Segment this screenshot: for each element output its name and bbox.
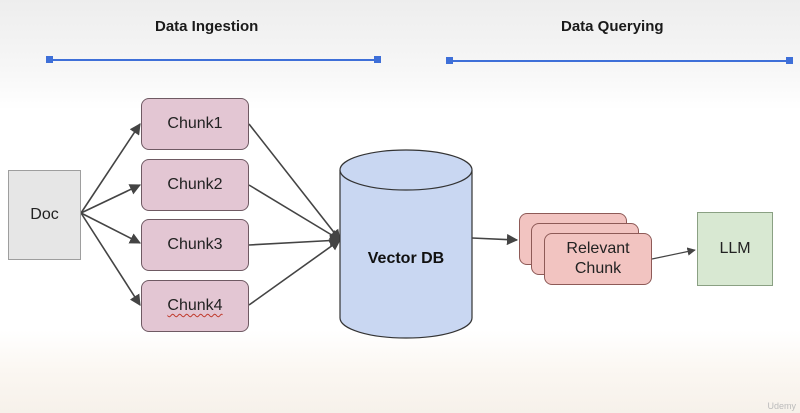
chunk-label-1: Chunk1 <box>167 115 223 132</box>
doc-to-chunk-arrows <box>80 123 142 306</box>
querying-divider <box>446 57 793 64</box>
arrow-chunk2-db <box>248 184 341 241</box>
chunk-label-3: Chunk3 <box>167 236 223 253</box>
arrow-chunk4-db <box>248 239 341 306</box>
arrow-doc-chunk1 <box>80 123 141 214</box>
arrow-db-relevant <box>471 233 519 246</box>
chunk-label-2: Chunk2 <box>167 176 223 193</box>
arrow-chunk3-db <box>248 234 342 247</box>
data-querying-title: Data Querying <box>561 18 664 35</box>
relevant-chunk-node: Relevant Chunk <box>544 233 652 285</box>
chunk-node-2: Chunk2 <box>141 159 249 211</box>
udemy-watermark: Udemy <box>767 401 796 411</box>
arrow-doc-chunk2 <box>80 184 142 214</box>
data-ingestion-title: Data Ingestion <box>155 18 259 35</box>
arrow-doc-chunk4 <box>80 212 141 306</box>
doc-label: Doc <box>30 206 59 223</box>
chunk-node-3: Chunk3 <box>141 219 249 271</box>
doc-node: Doc <box>8 170 81 260</box>
relevant-chunk-label: Relevant Chunk <box>566 240 630 277</box>
vector-db-label: Vector DB <box>367 250 445 267</box>
chunk-label-4: Chunk4 <box>167 297 223 314</box>
arrow-doc-chunk3 <box>80 212 141 244</box>
arrow-chunk1-db <box>248 123 341 241</box>
llm-node: LLM <box>697 212 773 286</box>
chunk-node-4: Chunk4 <box>141 280 249 332</box>
vector-db-cylinder <box>339 149 473 339</box>
ingestion-divider <box>46 56 381 63</box>
chunk-node-1: Chunk1 <box>141 98 249 150</box>
arrow-relevant-llm <box>651 247 696 260</box>
llm-label: LLM <box>719 240 751 257</box>
chunk-to-db-arrows <box>248 123 342 306</box>
